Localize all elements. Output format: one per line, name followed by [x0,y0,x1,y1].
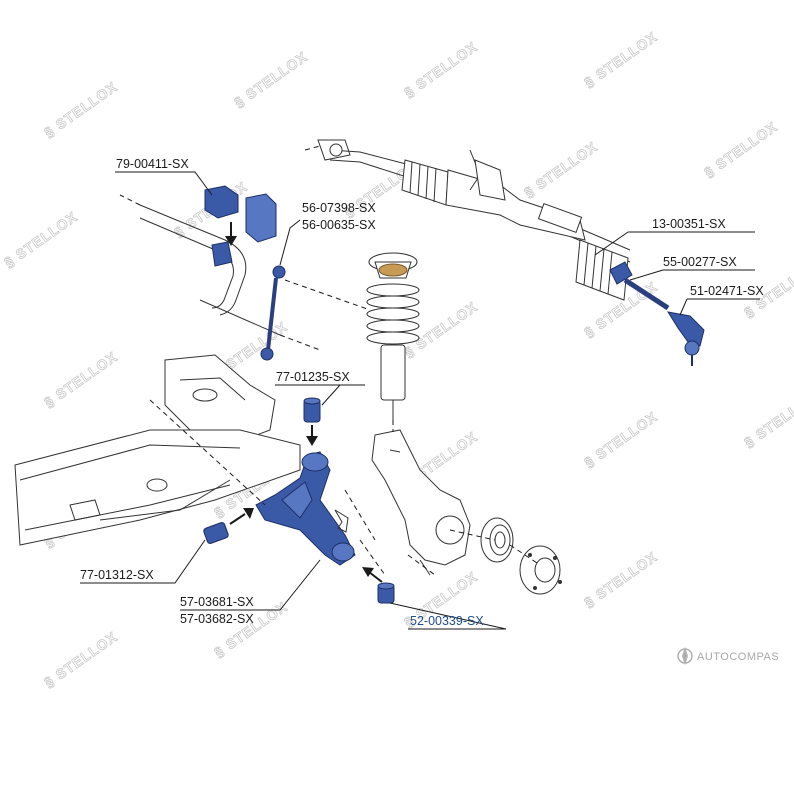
coil-spring [366,283,420,345]
autocompas-logo: AUTOCOMPAS [677,647,779,665]
watermark-s-icon: § [1,252,17,270]
watermark-s-icon: § [211,502,227,520]
watermark-s-icon: § [231,92,247,110]
watermark-s-icon: § [41,672,57,690]
rear-arm-bushing [303,397,321,423]
watermark-s-icon: § [41,122,57,140]
subframe [14,354,301,546]
watermark-text: STELLOX [413,38,481,92]
label-13-00351: 13-00351-SX [652,217,726,231]
stabilizer-bushing [204,185,277,267]
arrow-front-bushing [229,508,254,525]
watermark-s-icon: § [581,322,597,340]
watermark-s-icon: § [171,222,187,240]
watermark-text: STELLOX [53,78,121,132]
watermark-s-icon: § [41,392,57,410]
wheel-bearing [480,517,514,563]
label-56-00635: 56-00635-SX [302,218,376,232]
label-77-01235: 77-01235-SX [276,370,350,384]
watermark-text: STELLOX [53,628,121,682]
ball-joint [377,582,395,604]
watermark-text: STELLOX [593,548,661,602]
watermark-text: STELLOX [593,408,661,462]
part-labels: 79-00411-SX 56-07398-SX 56-00635-SX 13-0… [80,157,764,628]
watermark-s-icon: § [581,452,597,470]
steering-rack [317,139,631,301]
rack-boot-left [401,159,449,206]
autocompas-icon [677,647,693,665]
watermark-text: STELLOX [243,48,311,102]
arrow-ball-joint [362,567,383,583]
label-55-00277: 55-00277-SX [663,255,737,269]
label-77-01312: 77-01312-SX [80,568,154,582]
watermark-text: STELLOX [223,318,291,372]
watermark-s-icon: § [521,182,537,200]
label-52-00339: 52-00339-SX [410,614,484,628]
watermark-s-icon: § [581,72,597,90]
watermark-s-icon: § [581,592,597,610]
watermark-text: STELLOX [53,348,121,402]
wheel-hub [519,545,562,595]
clip-bracket [334,509,349,533]
steering-knuckle [371,429,471,576]
lower-control-arm [255,451,356,566]
watermark-s-icon: § [701,162,717,180]
arrow-rear-bushing [306,425,318,446]
watermark-text: STELLOX [533,138,601,192]
watermark-s-icon: § [741,302,757,320]
label-57-03681: 57-03681-SX [180,595,254,609]
watermark-text: STELLOX [413,298,481,352]
autocompas-text: AUTOCOMPAS [697,651,779,663]
watermark-text: STELLOX [13,208,81,262]
arrows [225,222,383,583]
label-57-03682: 57-03682-SX [180,612,254,626]
front-arm-bushing [203,522,229,544]
inner-tie-rod [609,261,670,311]
watermark-text: STELLOX [713,118,781,172]
watermark-text: STELLOX [753,388,794,442]
rack-boot-right [575,239,629,301]
strut-assembly [366,252,420,420]
leader-lines [80,171,760,630]
watermark-s-icon: § [741,432,757,450]
label-51-02471: 51-02471-SX [690,284,764,298]
label-56-07398: 56-07398-SX [302,201,376,215]
label-79-00411: 79-00411-SX [116,157,189,171]
stabilizer-link [260,265,286,361]
watermark-s-icon: § [211,642,227,660]
watermark-s-icon: § [401,82,417,100]
watermark-text: STELLOX [593,28,661,82]
arrow-stabilizer-bushing [225,222,237,246]
tie-rod-end [666,311,705,366]
